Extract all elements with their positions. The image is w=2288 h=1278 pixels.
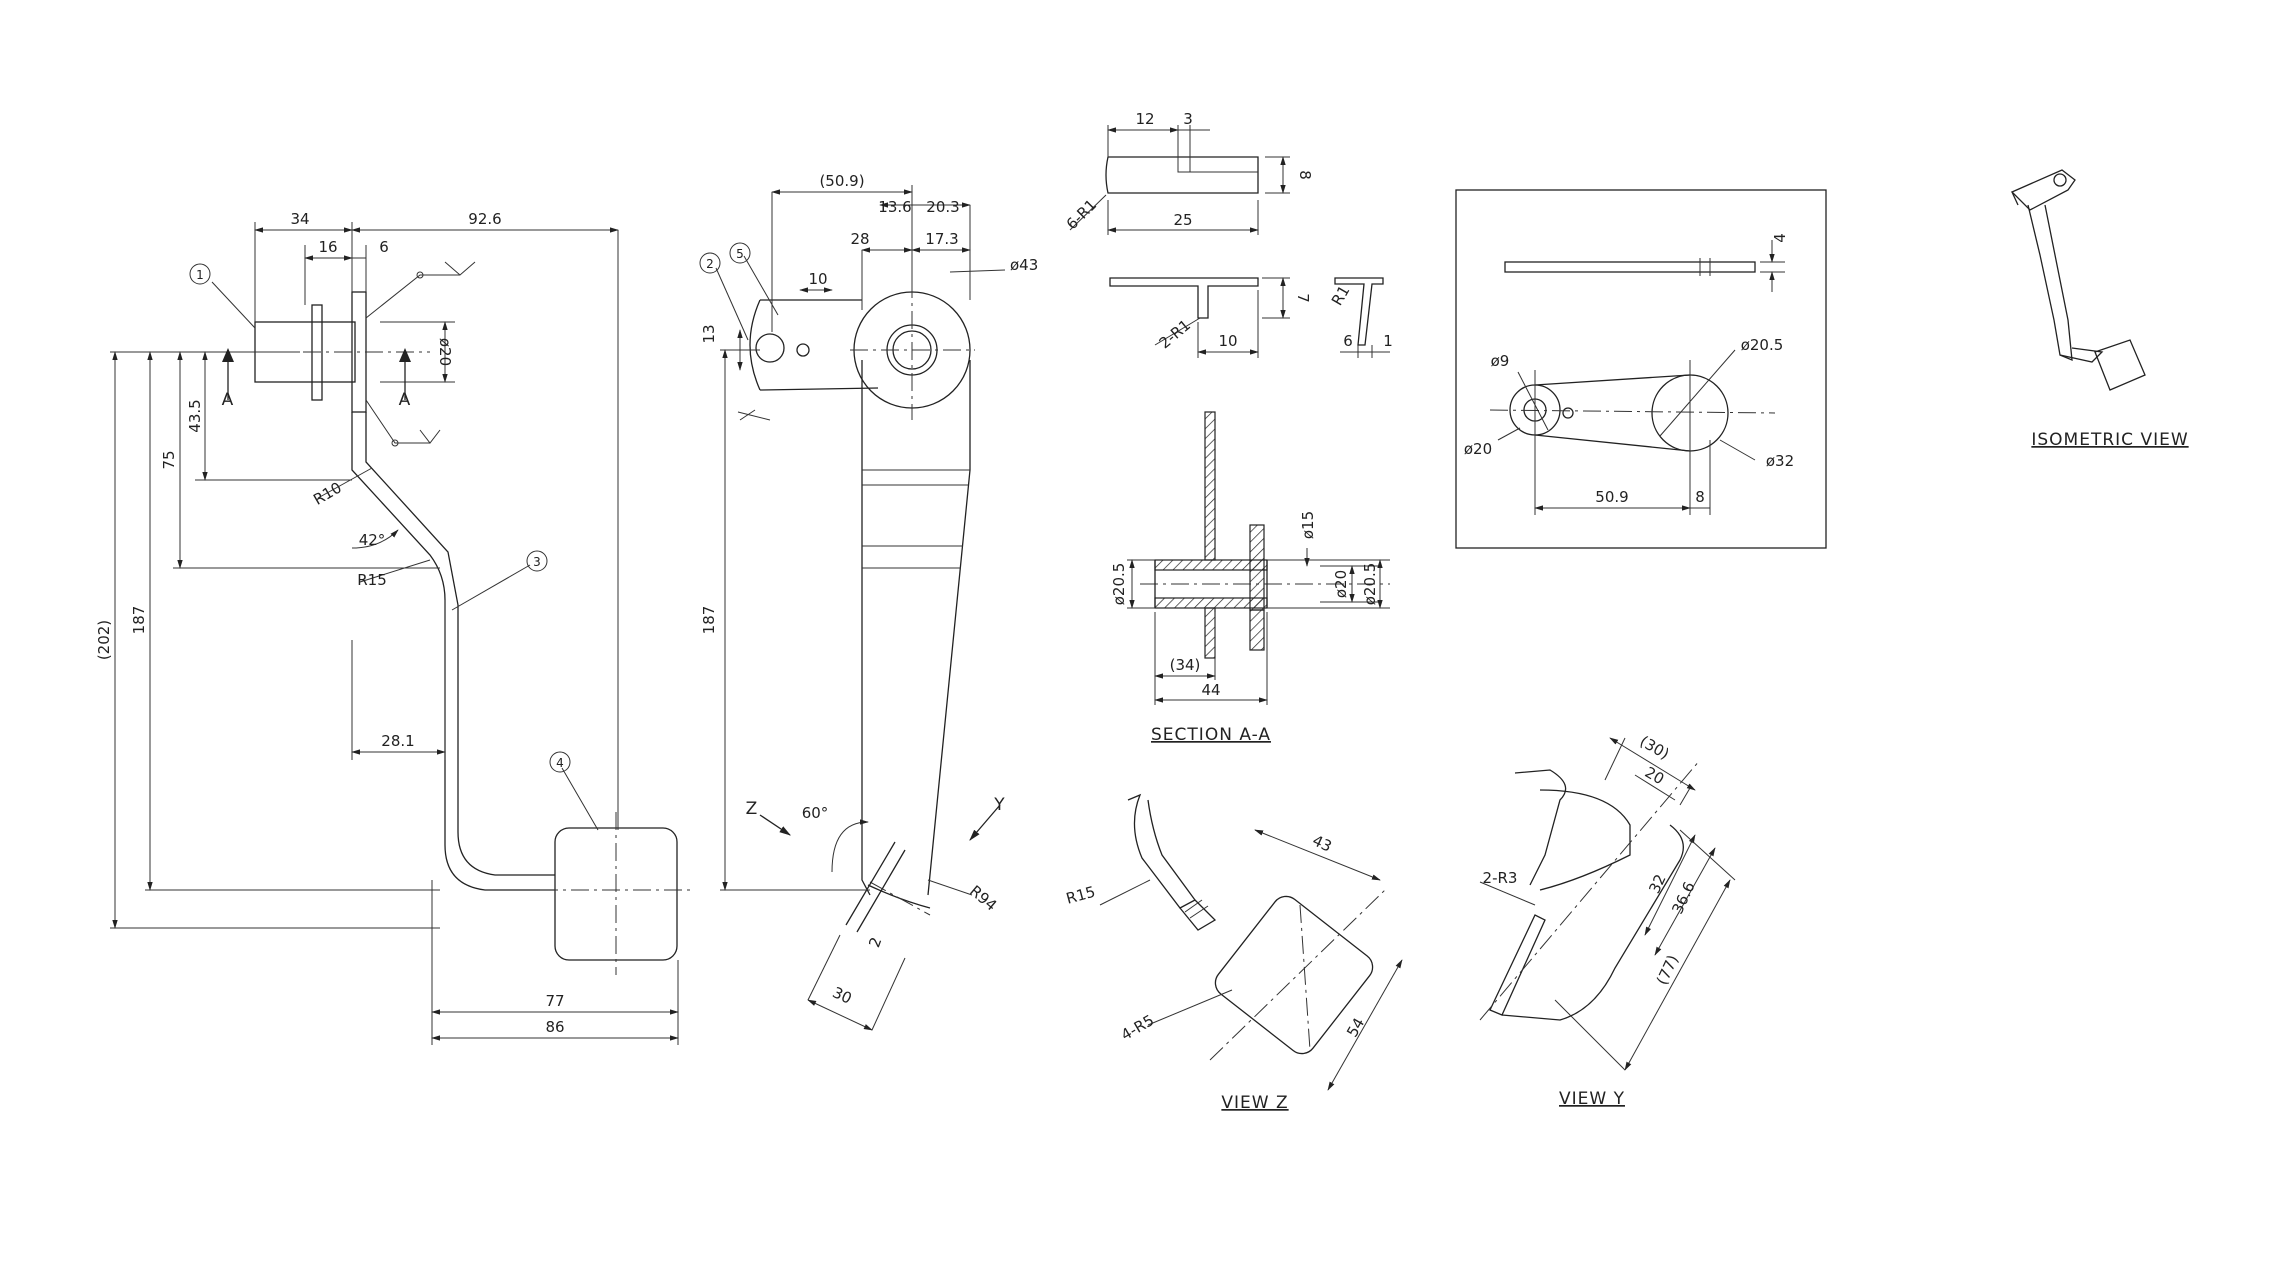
dim-sec-34: (34) <box>1170 656 1201 674</box>
svg-text:4: 4 <box>556 756 564 770</box>
dim-sec-dia20-5-right: ø20.5 <box>1361 563 1379 606</box>
dim-y-30: (30) <box>1637 732 1673 763</box>
balloon-5: 5 <box>729 242 751 264</box>
detail-mid-view <box>1109 277 1390 358</box>
balloon-1: 1 <box>189 263 211 285</box>
dim-front-28-1: 28.1 <box>381 732 414 750</box>
dim-sec-dia20: ø20 <box>1332 570 1350 598</box>
dim-y-2-r3: 2-R3 <box>1483 869 1518 887</box>
dim-sec-44: 44 <box>1201 681 1220 699</box>
isometric-view-title: ISOMETRIC VIEW <box>2031 430 2188 450</box>
dim-y-20: 20 <box>1642 763 1668 788</box>
link-detail-labels: 4 ø9 ø20.5 ø20 ø32 50.9 8 <box>1464 233 1794 506</box>
dim-link-50-9: 50.9 <box>1595 488 1628 506</box>
dim-side-10: 10 <box>808 270 827 288</box>
dim-z-43: 43 <box>1310 831 1335 855</box>
isometric-view <box>2010 169 2146 391</box>
view-arrow-z-label: Z <box>746 799 759 819</box>
dim-front-86: 86 <box>545 1018 564 1036</box>
view-z-title: VIEW Z <box>1221 1093 1288 1113</box>
dim-link-dia32: ø32 <box>1766 452 1794 470</box>
dim-front-16: 16 <box>318 238 337 256</box>
dim-side-187: 187 <box>700 606 718 635</box>
side-view <box>715 185 1006 1031</box>
dim-front-43-5: 43.5 <box>186 399 204 432</box>
svg-text:2: 2 <box>706 257 714 271</box>
section-mark-a-left: A <box>222 390 235 410</box>
section-a-a-labels: ø15 ø20.5 ø20 ø20.5 (34) 44 SECTION A-A <box>1110 511 1379 745</box>
section-a-a-title: SECTION A-A <box>1151 725 1271 745</box>
dim-z-54: 54 <box>1343 1015 1368 1041</box>
svg-text:5: 5 <box>736 247 744 261</box>
dim-tab-3: 3 <box>1183 110 1193 128</box>
dim-sec-dia15: ø15 <box>1299 511 1317 539</box>
dim-front-187: 187 <box>130 606 148 635</box>
dim-mid-r1: R1 <box>1328 282 1354 308</box>
dim-side-2: 2 <box>865 935 885 950</box>
svg-text:3: 3 <box>533 555 541 569</box>
dim-tab-6-r1: 6-R1 <box>1063 196 1100 233</box>
view-y-labels: (30) 20 2-R3 32 36.6 (77) VIEW Y <box>1483 732 1699 1109</box>
front-view <box>110 222 690 1045</box>
view-z-labels: 43 R15 54 4-R5 VIEW Z <box>1064 831 1368 1113</box>
dim-front-dia20: ø20 <box>436 338 454 366</box>
dim-front-42deg: 42° <box>359 531 386 549</box>
dim-side-dia43: ø43 <box>1010 256 1038 274</box>
dim-side-30: 30 <box>830 983 855 1007</box>
view-y-title: VIEW Y <box>1559 1089 1625 1109</box>
dim-tab-8: 8 <box>1296 170 1314 180</box>
dim-link-8: 8 <box>1695 488 1705 506</box>
dim-front-75: 75 <box>160 450 178 469</box>
dim-sec-dia20-5-left: ø20.5 <box>1110 563 1128 606</box>
dim-side-50-9: (50.9) <box>819 172 864 190</box>
balloon-3: 3 <box>526 550 548 572</box>
dim-z-4-r5: 4-R5 <box>1118 1011 1157 1044</box>
dim-tab-25: 25 <box>1173 211 1192 229</box>
detail-top-view <box>1069 125 1290 235</box>
dim-y-77: (77) <box>1653 952 1682 988</box>
dim-front-202: (202) <box>95 620 113 660</box>
dim-side-13-6: 13.6 <box>878 198 911 216</box>
dim-front-6: 6 <box>379 238 389 256</box>
dim-front-34: 34 <box>290 210 309 228</box>
detail-mid-labels: 7 2-R1 10 R1 6 1 <box>1156 282 1393 352</box>
front-view-labels: 34 92.6 16 6 ø20 43.5 75 187 (202) R10 4… <box>95 210 571 1036</box>
view-y <box>1479 737 1736 1071</box>
dim-mid-1: 1 <box>1383 332 1393 350</box>
dim-front-77: 77 <box>545 992 564 1010</box>
link-detail-box <box>1455 189 1827 549</box>
dim-z-r15: R15 <box>1064 883 1097 908</box>
balloon-2: 2 <box>699 252 721 274</box>
balloon-4: 4 <box>549 751 571 773</box>
dim-y-36-6: 36.6 <box>1668 879 1698 917</box>
side-view-labels: (50.9) 13.6 20.3 28 17.3 10 ø43 13 187 6… <box>699 172 1038 1008</box>
section-mark-a-right: A <box>399 390 412 410</box>
dim-side-28: 28 <box>850 230 869 248</box>
dim-front-r15: R15 <box>357 571 387 589</box>
dim-mid-2-r1: 2-R1 <box>1156 316 1194 352</box>
dim-mid-7: 7 <box>1294 293 1312 303</box>
dim-side-17-3: 17.3 <box>925 230 958 248</box>
dim-mid-6: 6 <box>1343 332 1353 350</box>
dim-front-r10: R10 <box>310 478 345 508</box>
dim-mid-10: 10 <box>1218 332 1237 350</box>
dim-link-4: 4 <box>1771 233 1789 243</box>
dim-side-60deg: 60° <box>802 804 829 822</box>
view-z <box>1099 793 1403 1091</box>
dim-side-13: 13 <box>700 324 718 343</box>
section-a-a <box>1127 411 1390 705</box>
dim-tab-12: 12 <box>1135 110 1154 128</box>
dim-side-r94: R94 <box>966 882 1000 915</box>
view-arrow-y-label: Y <box>993 795 1005 815</box>
dim-front-92-6: 92.6 <box>468 210 501 228</box>
dim-side-20-3: 20.3 <box>926 198 959 216</box>
dim-link-dia20: ø20 <box>1464 440 1492 458</box>
dim-link-dia9: ø9 <box>1491 352 1510 370</box>
svg-text:1: 1 <box>196 268 204 282</box>
dim-link-dia20-5: ø20.5 <box>1741 336 1784 354</box>
